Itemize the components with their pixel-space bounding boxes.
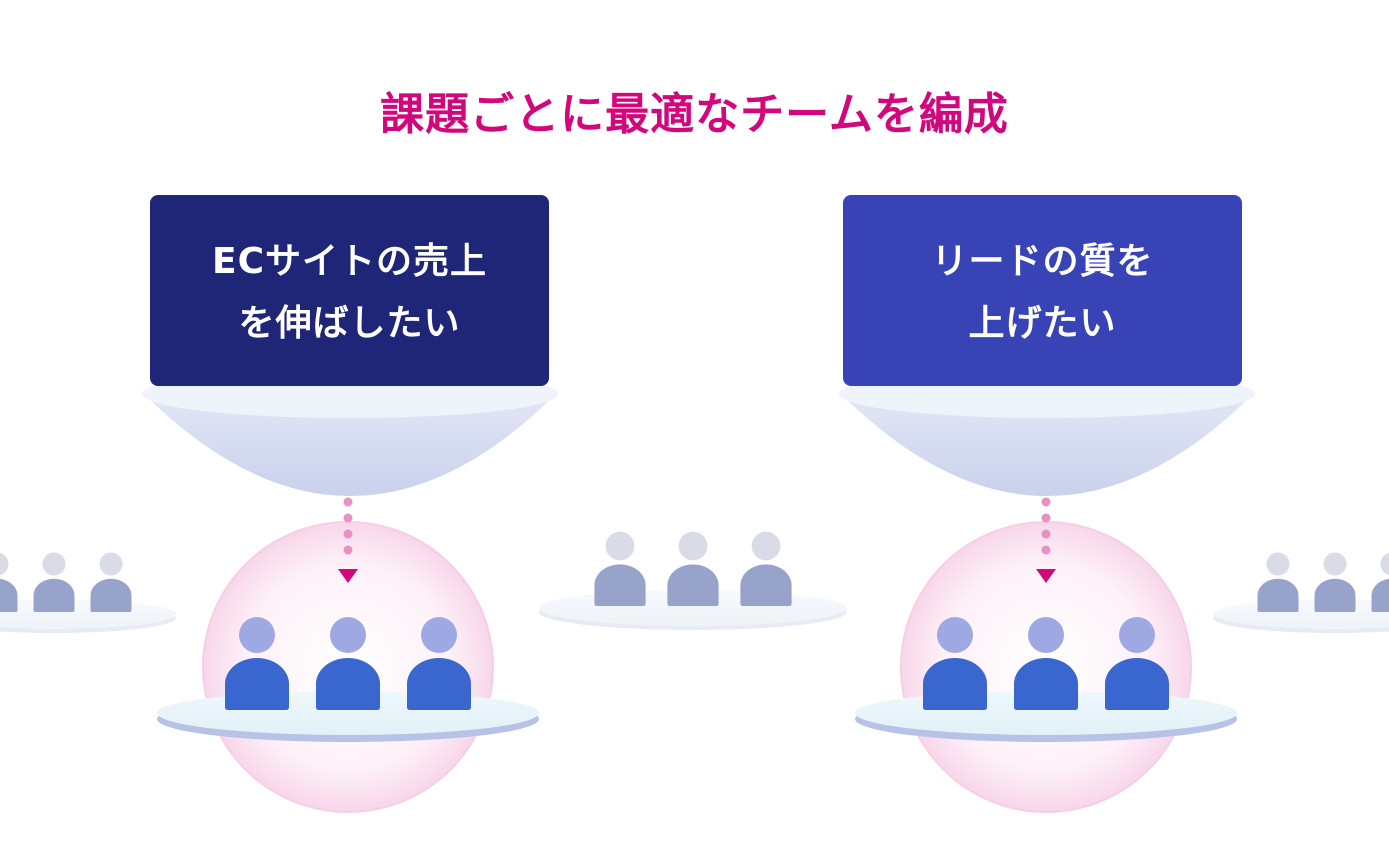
person-body <box>33 578 75 612</box>
person-body <box>594 564 646 606</box>
goal-card-ec-sales: ECサイトの売上 を伸ばしたい <box>150 195 549 386</box>
arrow-dot <box>343 529 353 539</box>
person-icon <box>667 531 719 606</box>
active-team-ec-sales <box>157 497 539 813</box>
person-head <box>1323 552 1347 576</box>
person-head <box>605 531 635 561</box>
person-icon <box>225 617 289 710</box>
goal-bowl <box>142 370 558 496</box>
arrow-dot <box>343 513 353 523</box>
person-icon <box>1105 617 1169 710</box>
arrow-down-icon <box>1036 569 1056 583</box>
person-icon <box>740 531 792 606</box>
arrow-dot <box>1041 545 1051 555</box>
person-body <box>667 564 719 606</box>
person-body <box>0 578 18 612</box>
person-head <box>99 552 123 576</box>
person-icon <box>407 617 471 710</box>
person-body <box>1105 658 1169 710</box>
idle-team-right <box>1213 552 1389 633</box>
person-body <box>316 658 380 710</box>
arrow-dot <box>343 497 353 507</box>
bowl-shape <box>839 392 1255 496</box>
person-icon <box>923 617 987 710</box>
goal-card-line-2: を伸ばしたい <box>238 302 461 344</box>
person-body <box>740 564 792 606</box>
active-team-lead-quality <box>855 497 1237 813</box>
person-body <box>1014 658 1078 710</box>
person-icon <box>1371 552 1389 612</box>
person-icon <box>0 552 18 612</box>
person-head <box>421 617 457 653</box>
person-head <box>937 617 973 653</box>
goal-bowl <box>839 370 1255 496</box>
arrow-dot <box>1041 513 1051 523</box>
person-icon <box>90 552 132 612</box>
person-head <box>0 552 9 576</box>
person-icon <box>1257 552 1299 612</box>
arrow-dot <box>1041 529 1051 539</box>
person-head <box>330 617 366 653</box>
person-icon <box>33 552 75 612</box>
person-head <box>751 531 781 561</box>
person-head <box>1266 552 1290 576</box>
goal-card-line-1: リードの質を <box>931 240 1154 282</box>
goal-card-line-2: 上げたい <box>968 302 1117 344</box>
arrow-dot <box>343 545 353 555</box>
person-body <box>407 658 471 710</box>
person-head <box>1028 617 1064 653</box>
arrow-dot <box>1041 497 1051 507</box>
person-icon <box>1314 552 1356 612</box>
bowl-shape <box>142 392 558 496</box>
goal-card-line-1: ECサイトの売上 <box>211 240 487 282</box>
headline: 課題ごとに最適なチームを編成 <box>380 89 1009 140</box>
idle-team-left <box>0 552 176 633</box>
person-body <box>923 658 987 710</box>
person-body <box>225 658 289 710</box>
person-icon <box>594 531 646 606</box>
person-icon <box>316 617 380 710</box>
person-head <box>42 552 66 576</box>
person-head <box>1119 617 1155 653</box>
goal-card-lead-quality: リードの質を 上げたい <box>843 195 1242 386</box>
idle-team-center <box>539 531 847 630</box>
person-body <box>1257 578 1299 612</box>
person-head <box>678 531 708 561</box>
person-head <box>1380 552 1389 576</box>
person-head <box>239 617 275 653</box>
person-body <box>1371 578 1389 612</box>
arrow-down-icon <box>338 569 358 583</box>
person-icon <box>1014 617 1078 710</box>
person-body <box>90 578 132 612</box>
person-body <box>1314 578 1356 612</box>
